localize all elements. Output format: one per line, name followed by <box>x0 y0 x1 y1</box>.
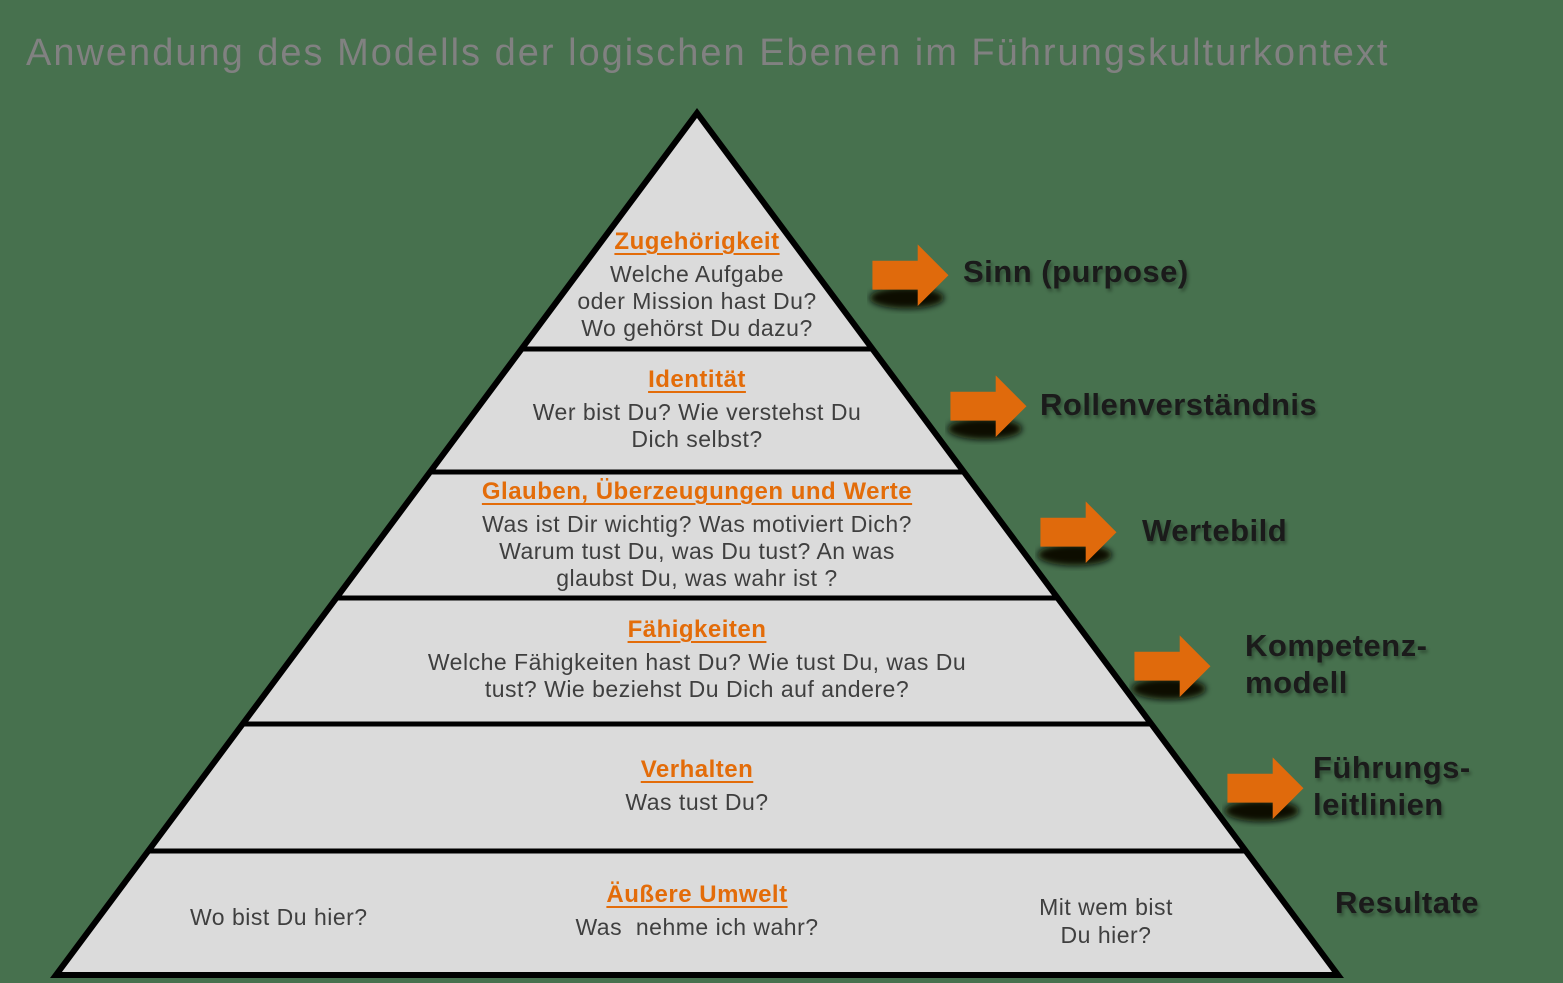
level-body: Was tust Du? <box>625 789 769 815</box>
level-body: Was nehme ich wahr? <box>575 914 819 940</box>
level-body: Welche Fähigkeiten hast Du? Wie tust Du,… <box>427 649 967 702</box>
block-arrow-icon <box>1035 497 1121 571</box>
block-arrow-icon <box>945 371 1031 445</box>
level-heading: Fähigkeiten <box>627 616 767 643</box>
level-zugehoerigkeit: Zugehörigkeit Welche Aufgabe oder Missio… <box>517 228 877 342</box>
level-body: Was ist Dir wichtig? Was motiviert Dich?… <box>482 511 912 591</box>
level-body: Wer bist Du? Wie verstehst Du Dich selbs… <box>532 399 862 452</box>
level-verhalten: Verhalten Was tust Du? <box>437 756 957 816</box>
level-heading: Zugehörigkeit <box>614 228 780 255</box>
level-heading: Verhalten <box>640 756 754 783</box>
level-heading: Glauben, Überzeugungen und Werte <box>481 478 913 505</box>
page-title: Anwendung des Modells der logischen Eben… <box>26 32 1390 74</box>
annotation-rollenverstaendnis: Rollenverständnis <box>1040 387 1318 422</box>
level-faehigkeiten: Fähigkeiten Welche Fähigkeiten hast Du? … <box>327 616 1067 703</box>
environment-right-question: Mit wem bist Du hier? <box>1039 894 1173 948</box>
level-body: Welche Aufgabe oder Mission hast Du? Wo … <box>577 261 817 341</box>
annotation-wertebild: Wertebild <box>1142 513 1288 548</box>
block-arrow-icon <box>867 240 953 314</box>
pyramid-shape <box>50 107 1344 978</box>
level-heading: Äußere Umwelt <box>606 881 788 908</box>
level-glauben-werte: Glauben, Überzeugungen und Werte Was ist… <box>387 478 1007 592</box>
level-heading: Identität <box>648 366 746 393</box>
level-identitaet: Identität Wer bist Du? Wie verstehst Du … <box>447 366 947 453</box>
level-aeussere-umwelt: Äußere Umwelt Was nehme ich wahr? <box>407 881 987 941</box>
block-arrow-icon <box>1129 631 1215 705</box>
annotation-resultate: Resultate <box>1335 885 1480 920</box>
environment-left-question: Wo bist Du hier? <box>190 904 368 930</box>
annotation-fuehrungsleitlinien: Führungs- leitlinien <box>1313 750 1471 822</box>
block-arrow-icon <box>1222 753 1308 827</box>
annotation-kompetenzmodell: Kompetenz- modell <box>1245 628 1428 700</box>
annotation-sinn: Sinn (purpose) <box>963 254 1189 289</box>
